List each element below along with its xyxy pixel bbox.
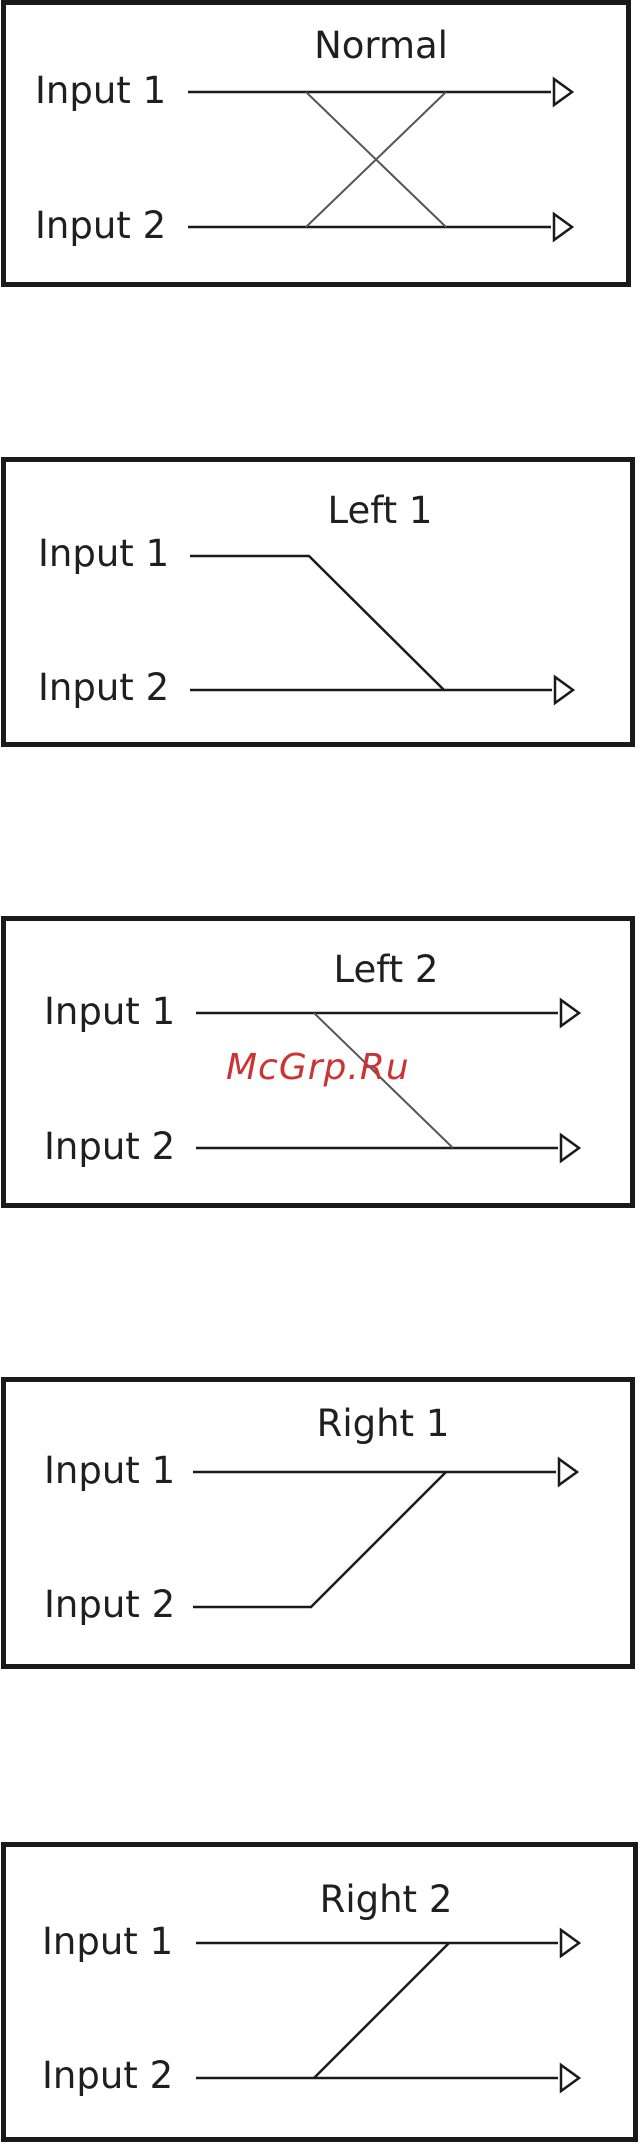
diagram-right-1: Right 1 Input 1 Input 2 bbox=[1, 1377, 635, 1669]
diagram-normal: Normal Input 1 Input 2 bbox=[1, 0, 631, 287]
output-2-arrow-icon bbox=[554, 214, 572, 240]
routing-lines bbox=[6, 462, 640, 752]
routing-lines bbox=[6, 1847, 640, 2147]
input-2-line bbox=[193, 1472, 446, 1607]
output-1-arrow-icon bbox=[561, 1000, 579, 1026]
output-2-arrow-icon bbox=[561, 2065, 579, 2091]
output-1-arrow-icon bbox=[554, 79, 572, 105]
output-arrow-icon bbox=[559, 1459, 577, 1485]
crossover-line bbox=[314, 1943, 449, 2078]
watermark: McGrp.Ru bbox=[226, 1050, 410, 1086]
diagram-left-1: Left 1 Input 1 Input 2 bbox=[1, 457, 635, 747]
output-arrow-icon bbox=[555, 677, 573, 703]
output-1-arrow-icon bbox=[561, 1930, 579, 1956]
input-1-line bbox=[190, 556, 444, 690]
routing-lines bbox=[6, 5, 636, 292]
diagram-right-2: Right 2 Input 1 Input 2 bbox=[1, 1842, 638, 2142]
routing-lines bbox=[6, 1382, 640, 1674]
output-2-arrow-icon bbox=[561, 1135, 579, 1161]
